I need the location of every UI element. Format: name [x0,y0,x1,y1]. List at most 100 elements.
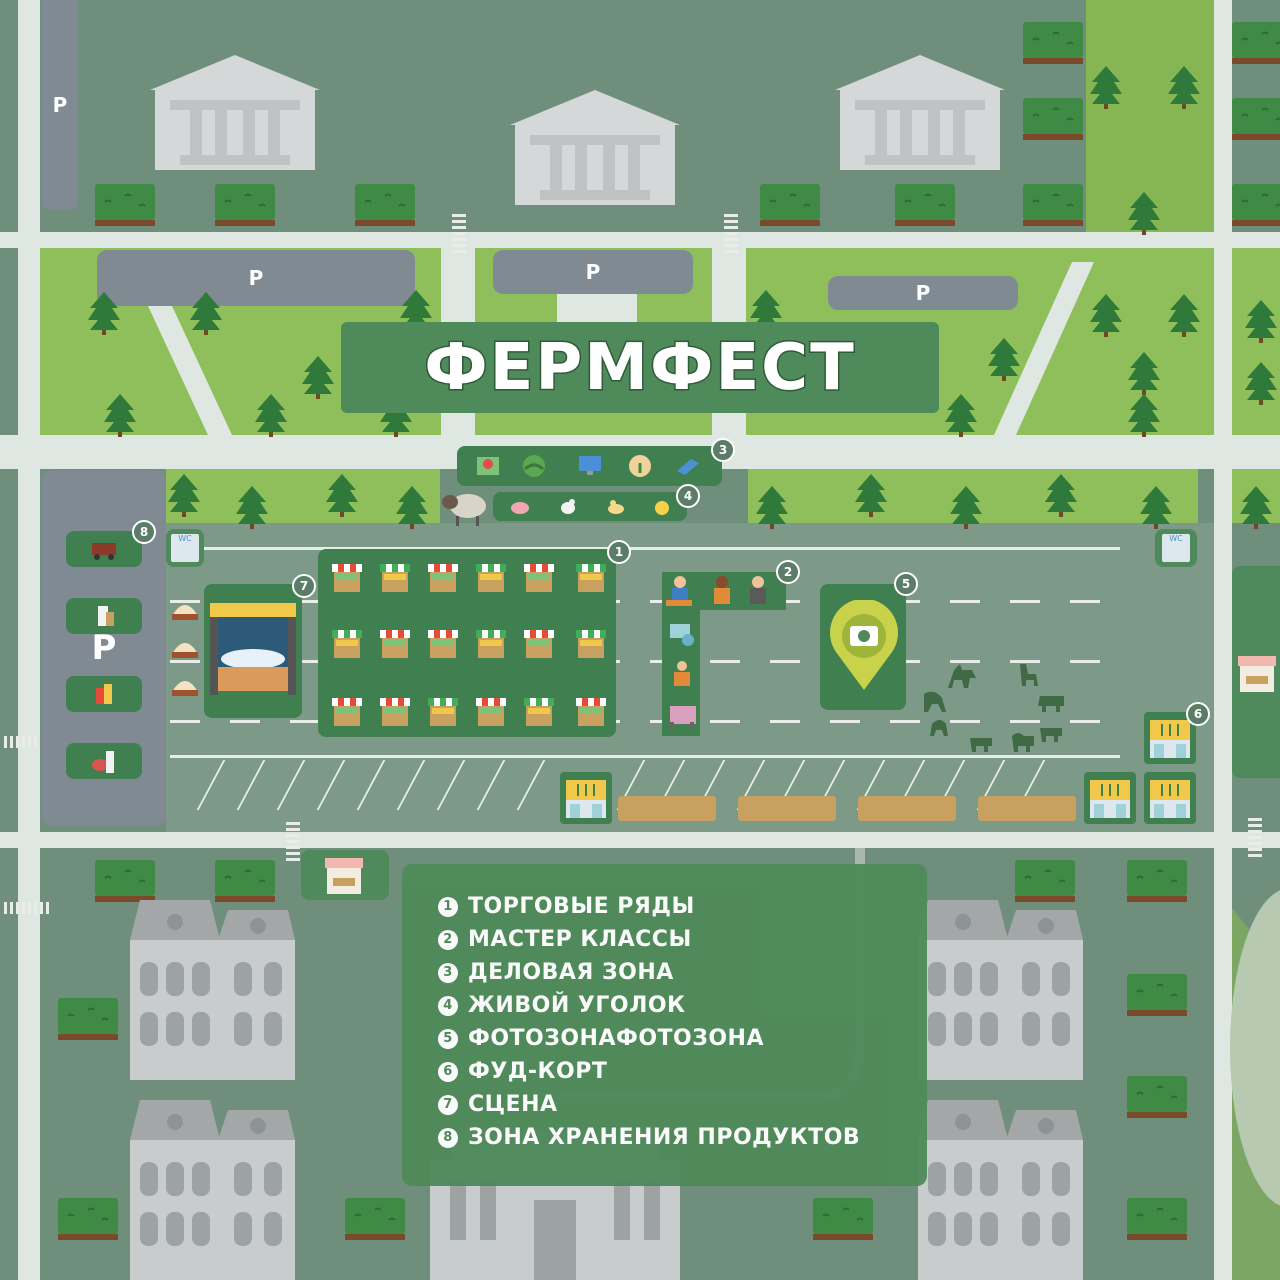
food-court-icon [1144,772,1197,825]
parking-lot-2: P [493,250,693,294]
zone-marker-7: 7 [292,574,316,598]
market-stall-icon [576,698,606,726]
road-lower-horizontal [0,832,1280,848]
hedge [1023,183,1083,226]
legend-number: 7 [438,1094,458,1115]
tree [756,486,788,529]
legend-label: ФУД-КОРТ [468,1059,608,1084]
market-stall-icon [380,698,410,726]
lane-line-1 [170,547,1120,550]
lane-line-5 [170,755,1120,758]
hedge [895,183,955,226]
market-stall-icon [332,698,362,726]
pig-icon [511,502,529,514]
tree [396,486,428,529]
legend-item: 2 МАСТЕР КЛАССЫ [438,927,692,952]
tree [88,292,120,335]
parking-top-left: P [42,0,78,210]
legend-number: 2 [438,929,458,950]
tree [1128,394,1160,437]
parking-label: P [91,628,117,668]
legend-number: 8 [438,1127,458,1148]
tree [1128,192,1160,235]
bench [738,796,836,821]
bench [858,796,956,821]
hedge [1232,21,1280,64]
government-building-right [835,55,1005,170]
government-building-center [510,90,680,205]
zone-marker-6: 6 [1186,702,1210,726]
lane-line-2 [170,600,1120,603]
zone-marker-3: 3 [711,438,735,462]
lane-line-4 [170,720,1120,723]
zone-1-market-panel [318,549,616,737]
hedge [1232,97,1280,140]
growth-chart-icon [629,455,651,477]
map-pin-icon [477,457,499,475]
zone-8-storage-4 [66,743,142,779]
globe-icon [523,455,545,477]
page-title: ФЕРМФЕСТ [423,329,856,406]
tree [104,394,136,437]
crosswalk [452,214,466,256]
tree [1090,294,1122,337]
parking-label: P [52,93,68,117]
market-stall-icon [380,564,410,592]
market-stall-icon [524,630,554,658]
road-top-horizontal [0,232,1280,248]
hedge [1023,97,1083,140]
tree [855,474,887,517]
legend-number: 3 [438,962,458,983]
zone-marker-4: 4 [676,484,700,508]
zone-marker-1: 1 [607,540,631,564]
zone-3-business-panel [457,446,722,486]
market-stall-icon [428,698,458,726]
parking-label: P [585,260,601,284]
legend-label: ЖИВОЙ УГОЛОК [468,993,686,1018]
milk-bottle-icon [98,606,114,626]
tree [1245,362,1277,405]
food-court-icon [1084,772,1137,825]
market-stall-icon [428,564,458,592]
jars-icon [96,684,112,704]
road-right-vertical [1214,0,1232,1280]
kiosk-icon [325,858,363,894]
food-court-icon [560,772,613,825]
tree [1045,474,1077,517]
market-stall-icon [576,630,606,658]
legend-label: СЦЕНА [468,1092,558,1117]
solar-panel-icon [677,459,699,475]
parking-lot-1: P [97,250,415,306]
legend-label: МАСТЕР КЛАССЫ [468,927,692,952]
grass-event-strip-left [166,469,440,523]
market-stall-icon [576,564,606,592]
market-stall-icon [476,630,506,658]
tree [302,356,334,399]
craft-icons [670,624,696,730]
grass-band-far-right [1232,248,1280,435]
legend-number: 1 [438,896,458,917]
stage-icon [210,603,296,695]
zone-marker-8: 8 [132,520,156,544]
market-stall-icon [332,630,362,658]
zone-8-storage-2 [66,598,142,634]
bench [618,796,716,821]
tree [1168,294,1200,337]
tree [255,394,287,437]
kiosk-panel [301,850,389,900]
tree [1140,486,1172,529]
tree [988,338,1020,381]
crosswalk [724,214,738,256]
sheep-icon [442,494,486,526]
crosswalk [1248,818,1262,860]
hedge [1023,21,1083,64]
green-strip-top-right [1086,0,1214,232]
tree [1090,66,1122,109]
hedge [760,183,820,226]
market-stall-icon [524,698,554,726]
legend-label: ФОТОЗОНАФОТОЗОНА [468,1026,764,1051]
market-stall-icon [332,564,362,592]
